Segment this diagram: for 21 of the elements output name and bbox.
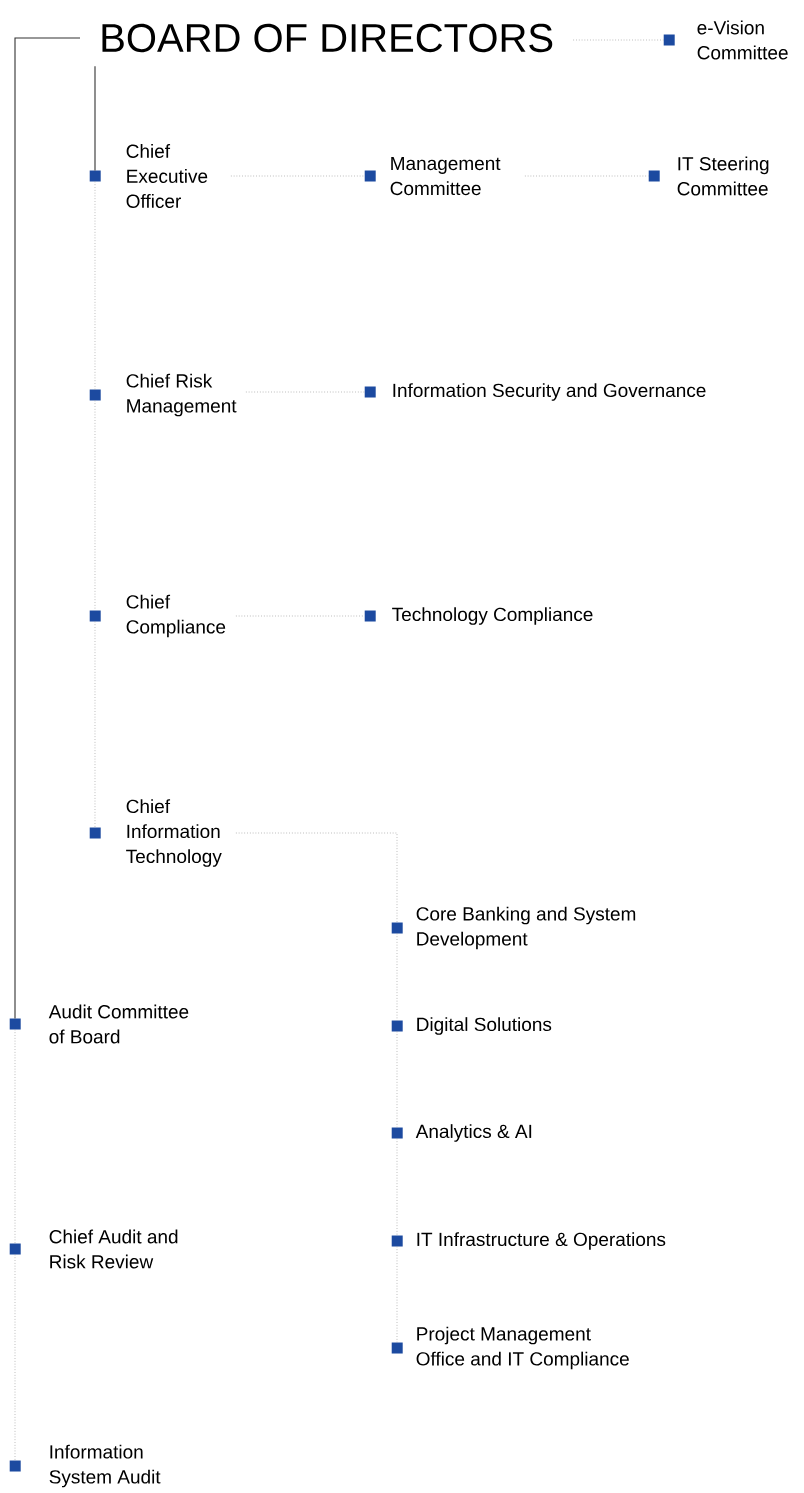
connector-line [94,65,96,172]
unit-label: Analytics & AI [415,1124,532,1142]
board-heading: BOARD OF DIRECTORS [102,23,553,53]
unit-label: Chief Audit and Risk Review [49,1229,178,1269]
unit-label: Information System Audit [49,1444,161,1488]
unit-label: Chief Compliance [126,594,226,638]
connector-line [235,832,398,923]
unit-label: Digital Solutions [417,1017,552,1035]
unit-label: Core Banking and System Development [416,906,636,950]
unit-label: Chief Executive Officer [126,144,208,208]
unit-label: Audit Committee of Board [48,1004,189,1044]
unit-label: IT Infrastructure & Operations [417,1232,666,1250]
unit-label: Management Committee [390,156,501,196]
connector-line [14,37,81,1020]
unit-label: IT Steering Committee [677,156,769,196]
unit-label: Project Management Office and IT Compliance [416,1326,629,1370]
unit-label: Chief Information Technology [126,799,222,867]
unit-label: e-Vision Committee [697,20,788,60]
unit-label: Technology Compliance [392,607,593,625]
unit-label: Information Security and Governance [393,383,706,401]
unit-label: Chief Risk Management [126,373,237,417]
